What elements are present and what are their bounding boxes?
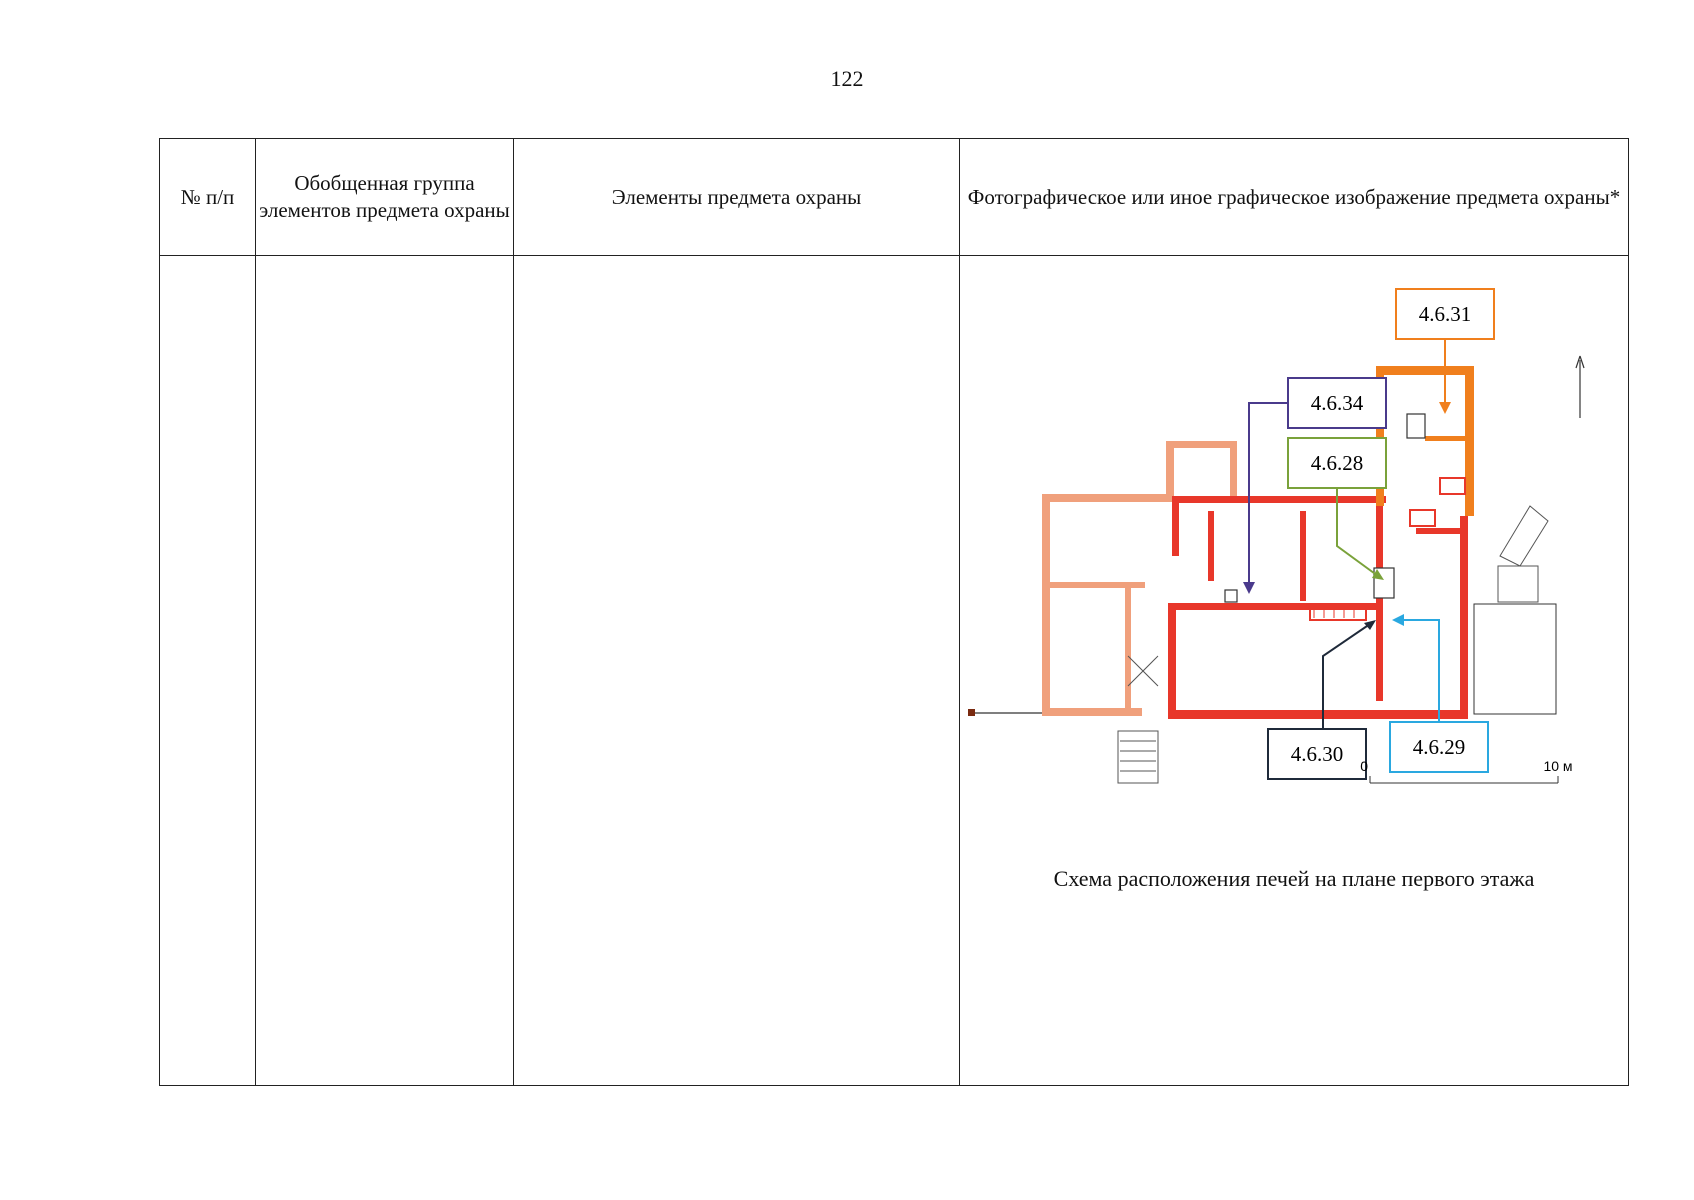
cell-group <box>255 255 514 1086</box>
stove-icon <box>1224 589 1238 603</box>
entrance <box>968 655 1159 784</box>
label-text: 4.6.28 <box>1311 451 1364 475</box>
north-arrow-icon <box>1575 355 1585 418</box>
label-4-6-31: 4.6.31 <box>1395 288 1495 414</box>
label-4-6-34: 4.6.34 <box>1243 377 1387 594</box>
table-row: 4.6.31 4.6.34 4.6.28 <box>159 255 1629 1086</box>
label-4-6-29: 4.6.29 <box>1389 614 1489 773</box>
porch <box>1473 505 1557 715</box>
scale-bar: 0 10 м <box>1360 758 1573 784</box>
table-header-row: № п/п Обобщенная группа элементов предме… <box>159 138 1629 256</box>
plan-caption: Схема расположения печей на плане первог… <box>1053 866 1535 891</box>
label-text: 4.6.31 <box>1419 302 1472 326</box>
label-4-6-28: 4.6.28 <box>1287 437 1387 580</box>
floor-plan: 4.6.31 4.6.34 4.6.28 <box>968 288 1585 784</box>
label-4-6-30: 4.6.30 <box>1267 620 1376 780</box>
header-group: Обобщенная группа элементов предмета охр… <box>255 138 514 256</box>
label-text: 4.6.30 <box>1291 742 1344 766</box>
label-text: 4.6.34 <box>1311 391 1364 415</box>
scale-end: 10 м <box>1543 758 1572 774</box>
cell-elements <box>513 255 960 1086</box>
left-wing-walls <box>1042 441 1237 716</box>
scale-start: 0 <box>1360 758 1368 774</box>
main-block-walls <box>1168 496 1468 719</box>
header-number: № п/п <box>159 138 256 256</box>
page-number: 122 <box>830 66 864 91</box>
header-image: Фотографическое или иное графическое изо… <box>959 138 1629 256</box>
label-text: 4.6.29 <box>1413 735 1466 759</box>
header-elements: Элементы предмета охраны <box>513 138 960 256</box>
tower-walls <box>1376 366 1474 534</box>
cell-image: 4.6.31 4.6.34 4.6.28 <box>959 255 1629 1086</box>
stove-icon <box>1406 413 1426 439</box>
protection-table: № п/п Обобщенная группа элементов предме… <box>159 138 1629 1086</box>
cell-number <box>159 255 256 1086</box>
